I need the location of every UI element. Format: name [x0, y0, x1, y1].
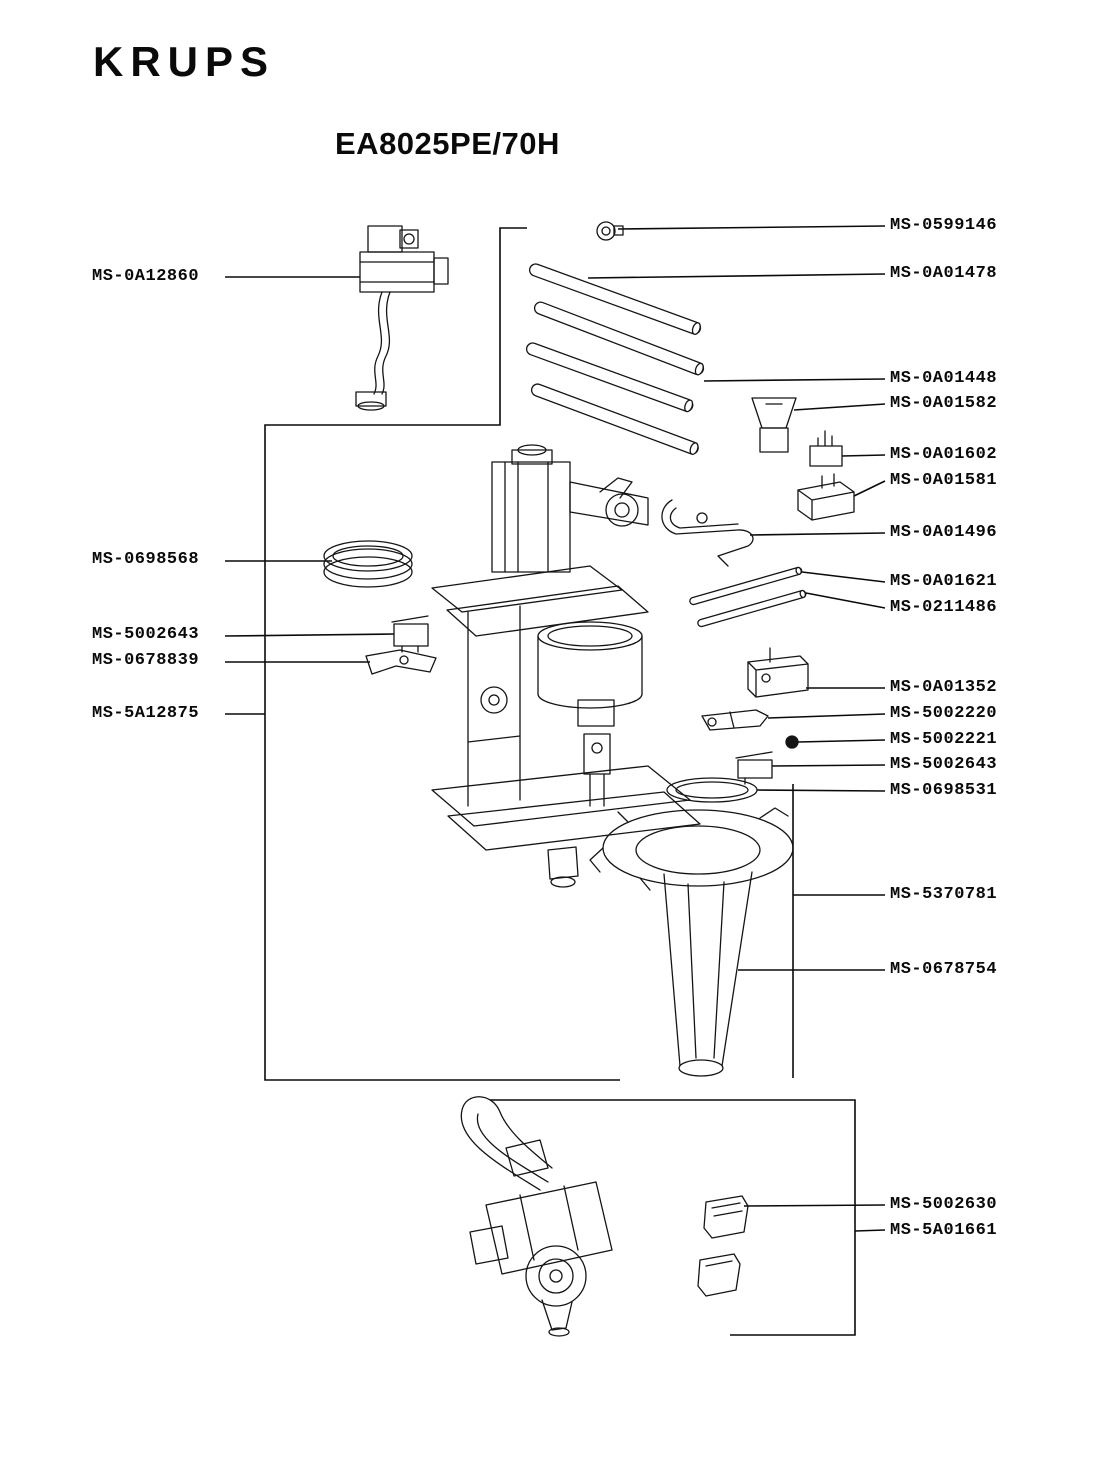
part-label: MS-0A01352	[890, 678, 998, 697]
part-label: MS-0698531	[890, 781, 998, 800]
plug-drawing	[785, 735, 799, 749]
part-label: MS-0A01602	[890, 445, 998, 464]
tubes-drawing	[525, 263, 705, 455]
small-funnel-drawing	[751, 397, 797, 453]
part-label: MS-0698568	[92, 550, 200, 569]
part-label: MS-5002221	[890, 730, 998, 749]
part-label: MS-5A12875	[92, 704, 200, 723]
valve-assembly-drawing	[355, 225, 449, 411]
seal-rings-drawing	[323, 540, 413, 588]
part-label: MS-0A01581	[890, 471, 998, 490]
part-label: MS-0678754	[890, 960, 998, 979]
part-label: MS-0678839	[92, 651, 200, 670]
part-label: MS-5002643	[92, 625, 200, 644]
leader-lines	[224, 225, 886, 1336]
switch-a-drawing	[809, 430, 843, 467]
gasket-ring-drawing	[666, 777, 758, 803]
brew-unit-drawing	[431, 444, 701, 888]
funnel-tray-drawing	[589, 807, 794, 891]
bottom-clips-drawing	[697, 1195, 749, 1297]
part-label: MS-5002630	[890, 1195, 998, 1214]
small-lever-drawing	[701, 709, 769, 731]
pump-assembly-drawing	[460, 1096, 613, 1337]
part-label: MS-5370781	[890, 885, 998, 904]
clip-left-drawing	[365, 649, 437, 675]
switch-b-drawing	[797, 473, 855, 521]
nut-drawing	[596, 221, 624, 241]
part-label: MS-5A01661	[890, 1221, 998, 1240]
part-label: MS-0A01582	[890, 394, 998, 413]
part-label: MS-0211486	[890, 598, 998, 617]
part-label: MS-0A01478	[890, 264, 998, 283]
part-label: MS-5002220	[890, 704, 998, 723]
curved-lever-drawing	[661, 499, 754, 567]
part-label: MS-0A01621	[890, 572, 998, 591]
part-label: MS-0A01448	[890, 369, 998, 388]
thin-tubes-drawing	[689, 566, 807, 628]
micro-switch-left-drawing	[391, 615, 429, 653]
part-label: MS-5002643	[890, 755, 998, 774]
brand-logo: KRUPS	[93, 38, 276, 85]
part-label: MS-0A12860	[92, 267, 200, 286]
bracket-drawing	[747, 647, 809, 698]
micro-switch-right-drawing	[735, 751, 773, 785]
part-label: MS-0A01496	[890, 523, 998, 542]
part-label: MS-0599146	[890, 216, 998, 235]
chute-cone-drawing	[663, 871, 753, 1077]
model-number-title: EA8025PE/70H	[335, 126, 560, 161]
